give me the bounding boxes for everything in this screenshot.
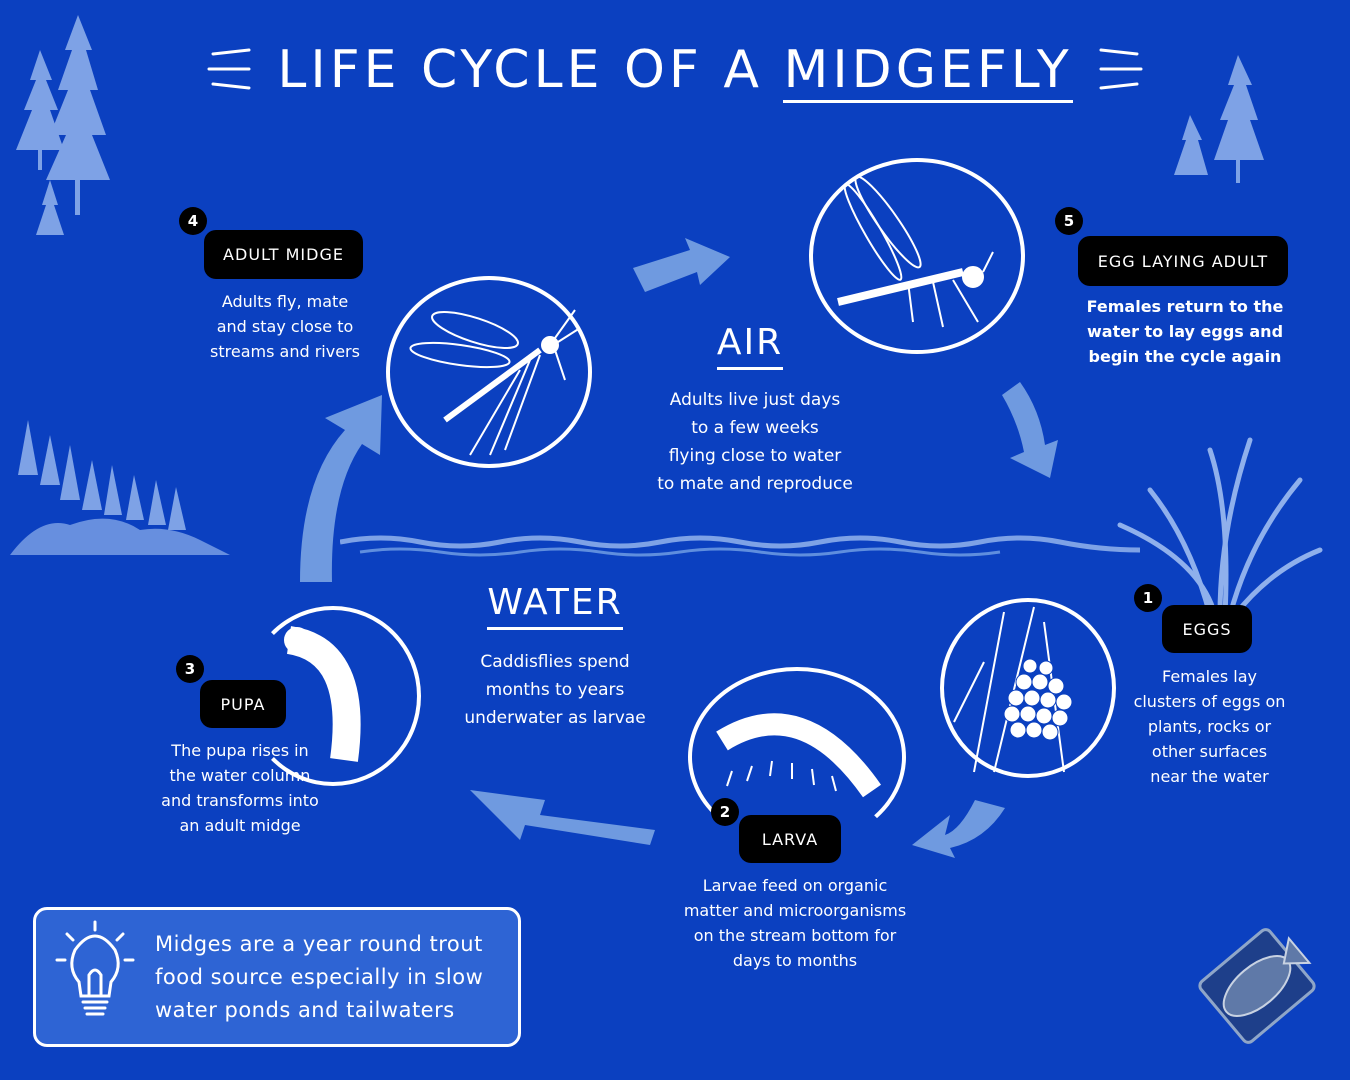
larva-illustration [688, 667, 906, 847]
grass-reeds-icon [1117, 437, 1323, 618]
arrow-pupa-to-adult [300, 395, 382, 582]
water-surface-line [340, 535, 1140, 557]
water-heading: WATER [460, 582, 650, 630]
trout-logo-icon [1198, 928, 1316, 1044]
title-dash-left-icon [207, 48, 251, 90]
stage-3-number: 3 [176, 655, 204, 683]
egg-laying-adult-icon [837, 175, 994, 328]
eggs-cluster-icon [953, 606, 1073, 773]
tip-text: Midges are a year round trout food sourc… [155, 932, 484, 1022]
larva-icon [716, 713, 882, 798]
stage-1-number: 1 [1134, 584, 1162, 612]
lightbulb-icon [55, 920, 135, 1016]
title-dash-right-icon [1099, 48, 1143, 90]
stage-2-number: 2 [711, 798, 739, 826]
pine-trees-topright-icon [1174, 55, 1264, 183]
adult-midge-illustration [386, 276, 592, 468]
pine-trees-topleft-icon [16, 15, 110, 235]
title-emphasis: MIDGEFLY [783, 40, 1073, 103]
arrow-adult-to-egglaying [633, 238, 730, 292]
pupa-illustration [245, 606, 421, 786]
stage-5-number: 5 [1055, 207, 1083, 235]
arrow-egglaying-to-eggs [1002, 382, 1058, 478]
stage-4-label: ADULT MIDGE [204, 230, 363, 279]
stage-3-label: PUPA [200, 680, 286, 728]
stage-2-label: LARVA [739, 815, 841, 863]
stage-1-label: EGGS [1162, 605, 1252, 653]
title-prefix: LIFE CYCLE OF A [277, 40, 784, 100]
water-description: Caddisflies spend months to years underw… [464, 652, 646, 728]
air-description: Adults live just days to a few weeks fly… [657, 390, 853, 494]
air-heading: AIR [680, 322, 820, 370]
arrow-larva-to-pupa [470, 790, 655, 845]
arrow-eggs-to-larva [912, 800, 1005, 858]
egg-laying-adult-illustration [809, 158, 1025, 354]
pupa-icon [284, 626, 361, 762]
adult-midge-icon [409, 309, 581, 456]
page-title: LIFE CYCLE OF A MIDGEFLY [0, 40, 1350, 103]
shoreline-trees-icon [10, 420, 230, 555]
stage-5-label: EGG LAYING ADULT [1078, 236, 1288, 286]
stage-4-number: 4 [179, 207, 207, 235]
eggs-illustration [940, 598, 1116, 778]
